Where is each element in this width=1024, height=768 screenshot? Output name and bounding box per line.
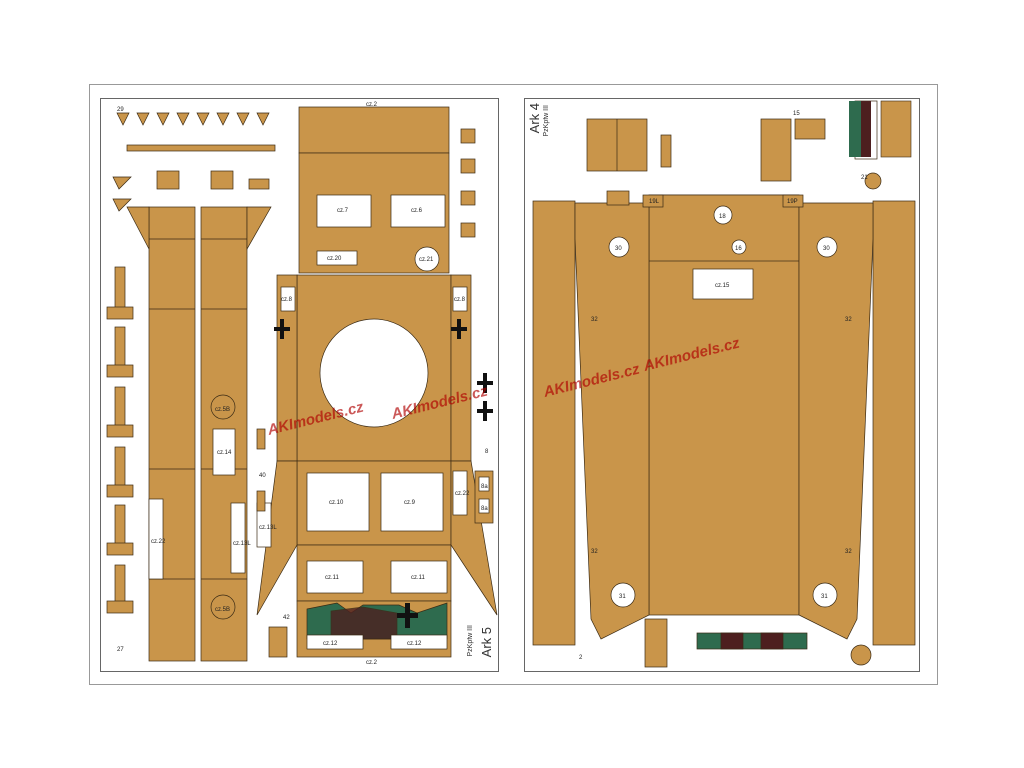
label-30-b: 30 <box>823 246 830 252</box>
left-tab-column <box>106 266 134 614</box>
label-15: 15 <box>793 111 800 117</box>
label-29: 29 <box>117 107 124 113</box>
label-19P: 19P <box>787 199 798 205</box>
label-cz12a: cz.12 <box>323 641 338 647</box>
label-cz5b: cz.5B <box>215 607 230 613</box>
label-cz2-bottom: cz.2 <box>366 660 378 666</box>
sheet-ark-5-drawing: cz.7 cz.6 cz.20 cz.21 cz.8 cz.8 cz.10 cz… <box>106 102 498 666</box>
label-42: 42 <box>283 615 290 621</box>
label-cz22b: cz.22 <box>455 491 470 497</box>
label-cz8b: cz.8 <box>454 297 466 303</box>
label-cz20: cz.20 <box>327 256 342 262</box>
label-cz2-top: cz.2 <box>366 102 378 108</box>
label-cz13a: cz.13L <box>259 525 277 531</box>
sheet-ark-4-drawing: cz.15 18 16 30 30 31 31 19L 19P 32 32 32… <box>532 100 916 668</box>
label-cz21: cz.21 <box>419 257 434 263</box>
label-31-a: 31 <box>619 594 626 600</box>
label-32-a: 32 <box>591 317 598 323</box>
label-40: 40 <box>259 473 266 479</box>
label-cz8: cz.8 <box>281 297 293 303</box>
label-8: 8 <box>485 449 489 455</box>
label-cz13b: cz.13L <box>233 541 251 547</box>
sheet-title-ark-5: Ark 5 <box>479 627 494 658</box>
label-cz6: cz.6 <box>411 208 423 214</box>
label-cz12b: cz.12 <box>407 641 422 647</box>
triangle-tabs <box>116 112 270 126</box>
label-cz10: cz.10 <box>329 500 344 506</box>
label-8a-b: 8a <box>481 506 488 512</box>
sheet-ark-5: cz.7 cz.6 cz.20 cz.21 cz.8 cz.8 cz.10 cz… <box>100 98 499 672</box>
sheet-subtitle-ark-5: PzKpfw III <box>467 625 474 657</box>
label-32-d: 32 <box>845 549 852 555</box>
label-21: 21 <box>861 175 868 181</box>
label-cz22a: cz.22 <box>151 539 166 545</box>
label-18: 18 <box>719 214 726 220</box>
label-cz11a: cz.11 <box>325 575 340 581</box>
sheet-subtitle-ark-4: PzKpfw III <box>543 105 550 137</box>
label-cz9: cz.9 <box>404 500 416 506</box>
label-cz11b: cz.11 <box>411 575 426 581</box>
label-32-b: 32 <box>845 317 852 323</box>
label-2: 2 <box>579 655 583 661</box>
sheet-ark-4: cz.15 18 16 30 30 31 31 19L 19P 32 32 32… <box>524 98 920 672</box>
label-16: 16 <box>735 246 742 252</box>
label-cz7: cz.7 <box>337 208 349 214</box>
label-32-c: 32 <box>591 549 598 555</box>
label-31-b: 31 <box>821 594 828 600</box>
label-cz5a: cz.5B <box>215 407 230 413</box>
sheet-title-ark-4: Ark 4 <box>527 103 542 134</box>
label-30-a: 30 <box>615 246 622 252</box>
label-cz15: cz.15 <box>715 283 730 289</box>
label-cz14: cz.14 <box>217 450 232 456</box>
label-27: 27 <box>117 647 124 653</box>
label-8a-a: 8a <box>481 484 488 490</box>
label-19L: 19L <box>649 199 660 205</box>
